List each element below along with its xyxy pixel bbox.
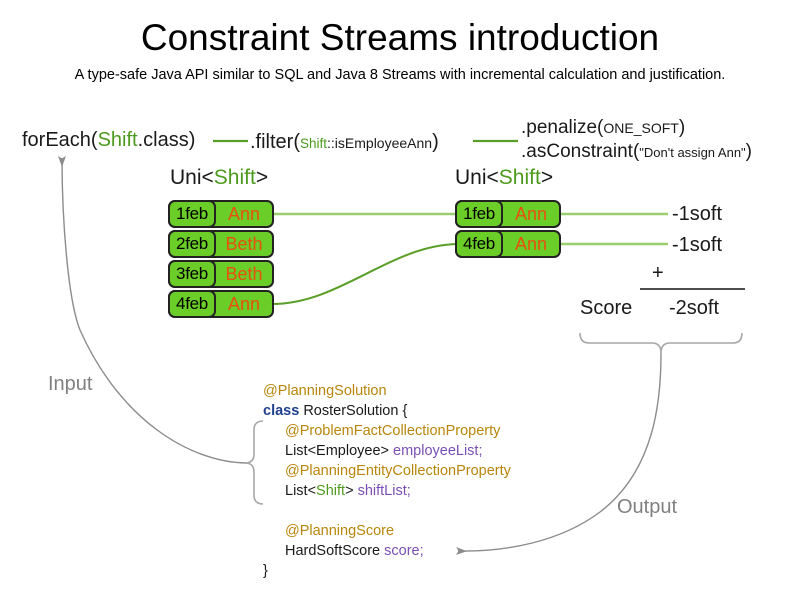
foreach-suffix: .class): [137, 129, 196, 151]
fact-row[interactable]: 2feb Beth: [168, 230, 274, 258]
fact-row[interactable]: 1feb Ann: [168, 200, 274, 228]
fact-date: 3feb: [168, 260, 216, 288]
filter-suffix: ): [432, 131, 439, 153]
java-code-block: @PlanningSolution class RosterSolution { @…: [263, 381, 511, 581]
page-subtitle: A type-safe Java API similar to SQL and …: [74, 67, 726, 83]
code-line: [263, 501, 511, 521]
score-label: Score: [580, 297, 633, 319]
fact-row[interactable]: 3feb Beth: [168, 260, 274, 288]
pipeline-foreach: forEach(Shift.class): [22, 128, 195, 152]
code-line: @PlanningScore: [263, 521, 511, 541]
pipeline-penalize: .penalize(ONE_SOFT): [521, 116, 685, 140]
score-total-value: -2soft: [669, 297, 720, 319]
uni-right-suffix: >: [540, 166, 554, 189]
code-line: class RosterSolution {: [263, 401, 511, 421]
code-token-plain: RosterSolution {: [299, 403, 408, 419]
uni-right-type: Shift: [498, 166, 541, 189]
code-token-var: score: [384, 543, 420, 559]
fact-employee: Ann: [514, 204, 548, 224]
penalize-prefix: .penalize(: [521, 117, 604, 138]
code-line: List<Shift> shiftList;: [263, 481, 511, 501]
sum-rule-line: [640, 288, 745, 290]
penalize-suffix: ): [678, 117, 686, 138]
foreach-prefix: forEach(: [22, 129, 98, 151]
input-label: Input: [48, 373, 93, 395]
code-token-var: ;: [478, 443, 483, 459]
uni-label-right: Uni<Shift>: [455, 166, 553, 190]
code-line: @ProblemFactCollectionProperty: [263, 421, 511, 441]
code-token-plain: List<Employee>: [285, 443, 394, 459]
pipeline-filter: .filter(Shift::isEmployeeAnn): [250, 130, 439, 156]
uni-left-suffix: >: [255, 166, 269, 189]
fact-row[interactable]: 4feb Ann: [168, 290, 274, 318]
penalize-arg: ONE_SOFT: [603, 120, 679, 136]
code-token-grn: Shift: [316, 483, 346, 499]
fact-employee: Ann: [514, 234, 548, 254]
sum-operator: +: [652, 262, 664, 284]
pipeline-as-constraint: .asConstraint("Don't assign Ann"): [521, 140, 752, 165]
fact-employee: Beth: [225, 264, 263, 284]
code-token-ann: @ProblemFactCollectionProperty: [285, 423, 501, 439]
fact-row[interactable]: 4feb Ann: [455, 230, 561, 258]
code-token-kw: class: [263, 403, 300, 419]
penalty-value-2: -1soft: [672, 234, 723, 256]
fact-employee: Ann: [227, 204, 261, 224]
code-token-plain: }: [263, 563, 268, 579]
penalty-value-1: -1soft: [672, 203, 723, 225]
filter-prefix: .filter(: [250, 131, 300, 153]
code-token-plain: HardSoftScore: [285, 543, 385, 559]
code-token-ann: @PlanningSolution: [263, 383, 387, 399]
code-token-ann: @PlanningScore: [285, 523, 395, 539]
fact-date: 4feb: [168, 290, 216, 318]
asconstraint-prefix: .asConstraint(: [521, 141, 640, 162]
code-line: List<Employee> employeeList;: [263, 441, 511, 461]
code-line: @PlanningSolution: [263, 381, 511, 401]
fact-date: 4feb: [455, 230, 503, 258]
foreach-type: Shift: [97, 129, 138, 151]
fact-date: 2feb: [168, 230, 216, 258]
uni-right-prefix: Uni<: [455, 166, 499, 189]
code-token-ann: @PlanningEntityCollectionProperty: [285, 463, 511, 479]
fact-employee: Ann: [227, 294, 261, 314]
code-token-var: ;: [406, 483, 411, 499]
code-token-var: shiftList: [357, 483, 407, 499]
code-token-var: employeeList: [393, 443, 479, 459]
page-title: Constraint Streams introduction: [140, 17, 660, 58]
fact-date: 1feb: [455, 200, 503, 228]
output-label: Output: [617, 496, 678, 518]
asconstraint-suffix: ): [745, 141, 752, 162]
filter-method: ::isEmployeeAnn: [327, 135, 433, 151]
filter-type: Shift: [300, 136, 328, 151]
code-line: @PlanningEntityCollectionProperty: [263, 461, 511, 481]
code-token-plain: >: [345, 483, 358, 499]
uni-left-prefix: Uni<: [170, 166, 214, 189]
code-token-var: ;: [419, 543, 424, 559]
fact-row[interactable]: 1feb Ann: [455, 200, 561, 228]
score-brace: [579, 332, 743, 354]
code-line: HardSoftScore score;: [263, 541, 511, 561]
fact-employee: Beth: [225, 234, 263, 254]
fact-date: 1feb: [168, 200, 216, 228]
code-line: }: [263, 561, 511, 581]
fact-link-curved: [271, 243, 459, 305]
code-token-plain: List<: [285, 483, 317, 499]
code-fields-brace: [244, 420, 264, 505]
uni-left-type: Shift: [213, 166, 256, 189]
uni-label-left: Uni<Shift>: [170, 166, 268, 190]
asconstraint-arg: "Don't assign Ann": [639, 145, 746, 160]
